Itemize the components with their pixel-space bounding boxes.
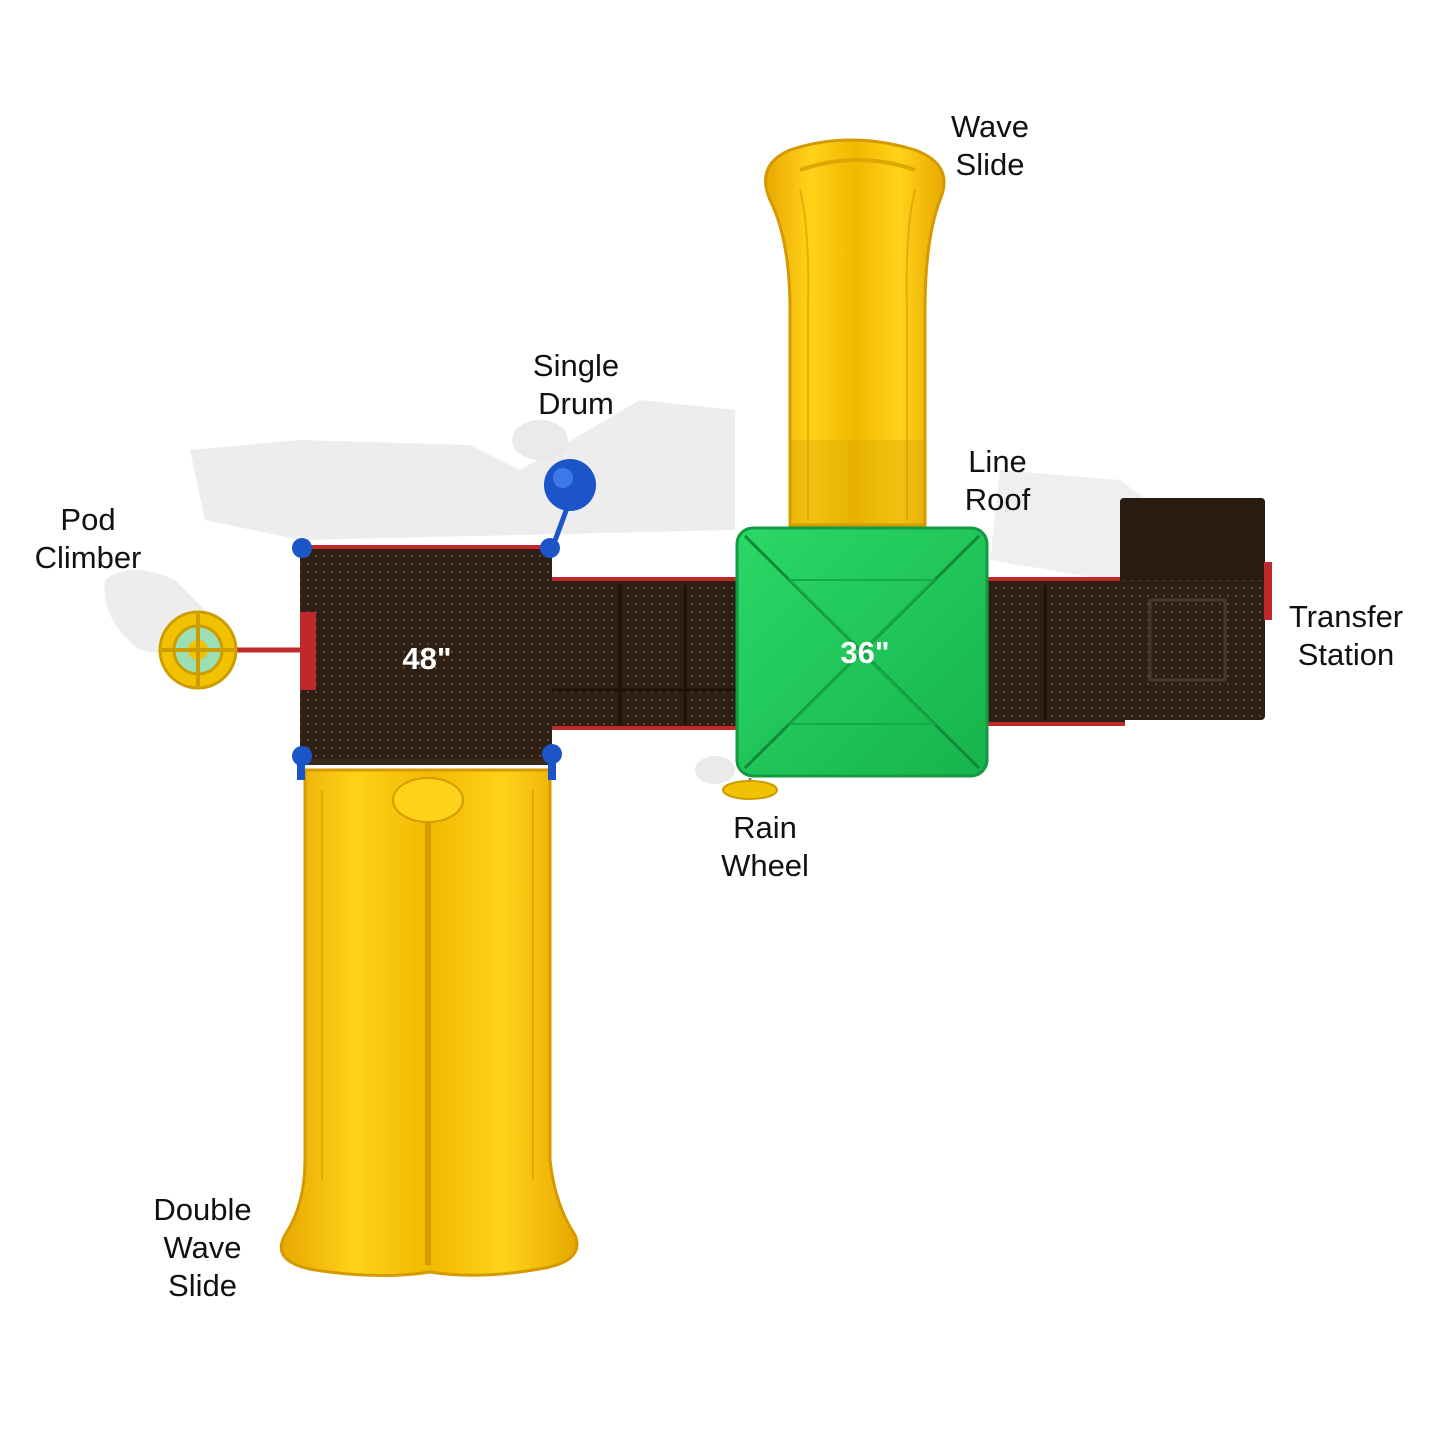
pod-climber-icon xyxy=(158,610,305,690)
single-drum-icon xyxy=(544,459,596,547)
wave-slide xyxy=(764,138,946,527)
rain-wheel-icon xyxy=(722,778,778,800)
clamp-icon xyxy=(292,538,562,780)
left-deck-height: 48" xyxy=(402,641,451,676)
single-drum-label: Single Drum xyxy=(532,348,620,421)
rain-wheel-label: Rain Wheel xyxy=(721,810,809,883)
transfer-station-deck xyxy=(985,498,1272,726)
double-wave-slide-label: Double Wave Slide xyxy=(153,1192,252,1303)
double-wave-slide xyxy=(279,768,579,1278)
walkway xyxy=(552,577,737,730)
center-deck-height: 36" xyxy=(840,635,889,670)
left-deck xyxy=(300,545,552,765)
wave-slide-label: Wave Slide xyxy=(950,109,1030,182)
transfer-station-label: Transfer Station xyxy=(1288,599,1404,672)
line-roof-label: Line Roof xyxy=(964,444,1031,517)
line-roof xyxy=(735,526,989,778)
pod-climber-label: Pod Climber xyxy=(34,502,142,575)
